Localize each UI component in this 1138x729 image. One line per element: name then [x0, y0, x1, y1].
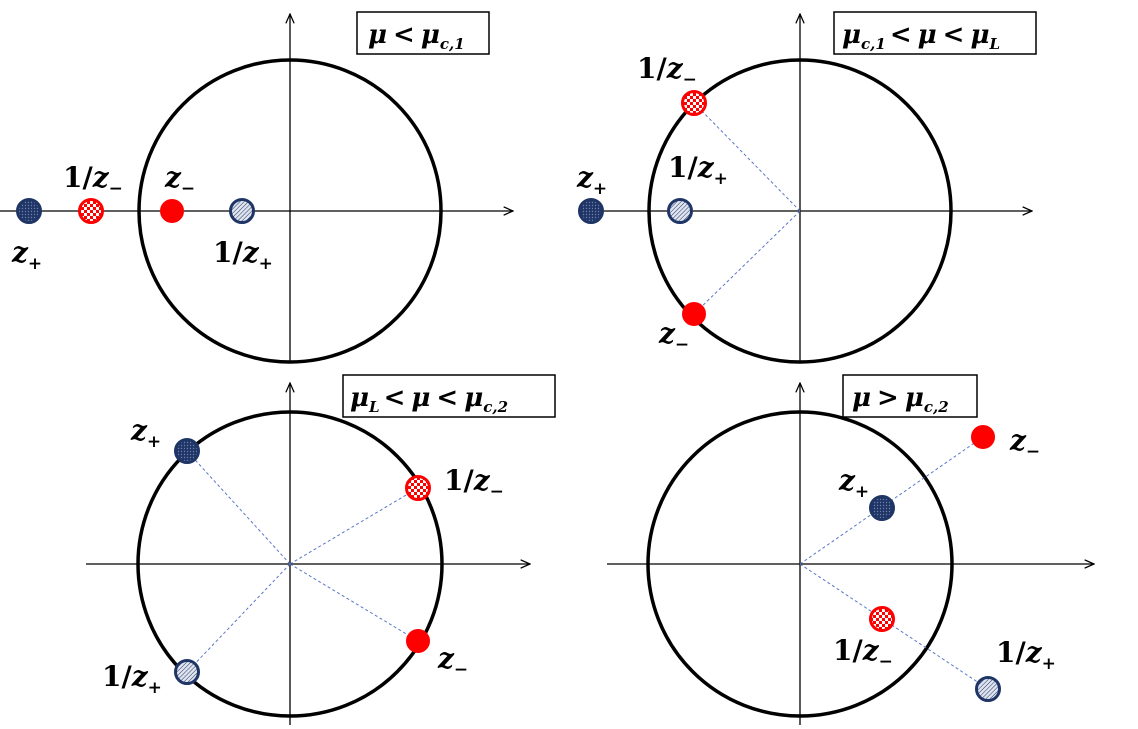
inv-z-minus-label: 1/z−: [637, 52, 697, 90]
unit-circle: [137, 58, 443, 364]
panel-top-left: μ<μc,1 z+ 1/z− z− 1/z+: [0, 11, 513, 364]
z-plus-point: [16, 198, 42, 224]
z-plus-label: z+: [130, 414, 161, 452]
inv-z-minus-label: 1/z−: [833, 634, 893, 672]
inv-z-minus-point: [78, 198, 104, 224]
inv-z-plus-point: [667, 198, 693, 224]
inv-z-minus-label: 1/z−: [444, 464, 504, 502]
z-plus-point: [869, 495, 895, 521]
ray-z-minus: [289, 563, 419, 642]
z-minus-label: z−: [164, 161, 195, 199]
ray-inv-z-plus: [186, 563, 291, 673]
inv-z-plus-label: 1/z+: [102, 660, 162, 698]
inv-z-minus-point: [869, 606, 895, 632]
unit-circle: [136, 410, 444, 718]
z-minus-point: [406, 629, 430, 653]
inv-z-plus-point: [229, 198, 255, 224]
z-minus-point: [160, 199, 184, 223]
z-minus-point: [971, 425, 995, 449]
inv-z-plus-point: [975, 676, 1001, 702]
unit-circle: [647, 58, 953, 364]
z-minus-label: z−: [658, 317, 689, 355]
condition-text: μc,1<μ<μL: [842, 20, 1000, 53]
condition-text: μ>μc,2: [852, 383, 949, 416]
inv-z-minus-label: 1/z−: [63, 161, 123, 199]
ray-inv-z-plus: [799, 563, 989, 690]
condition-box: μc,1<μ<μL: [833, 11, 1037, 55]
z-plus-point: [174, 438, 200, 464]
ray-z-minus: [693, 210, 801, 315]
z-minus-point: [682, 302, 706, 326]
inv-z-plus-label: 1/z+: [213, 236, 273, 274]
inv-z-plus-label: 1/z+: [996, 636, 1056, 674]
panel-bottom-left: μL<μ<μc,2 z+ 1/z− z− 1/z+: [86, 374, 556, 725]
condition-box: μL<μ<μc,2: [342, 374, 556, 418]
ray-z-plus: [186, 450, 291, 565]
condition-box: μ<μc,1: [356, 11, 490, 55]
inv-z-plus-label: 1/z+: [668, 151, 728, 189]
condition-text: μL<μ<μc,2: [350, 383, 508, 416]
inv-z-plus-point: [174, 659, 200, 685]
condition-text: μ<μc,1: [368, 20, 465, 53]
ray-inv-z-minus: [289, 487, 419, 565]
z-plus-point: [578, 198, 604, 224]
z-plus-label: z+: [576, 161, 607, 199]
z-plus-label: z+: [838, 464, 869, 502]
inv-z-minus-point: [681, 90, 707, 116]
z-plus-label: z+: [11, 236, 42, 274]
z-minus-label: z−: [437, 642, 468, 680]
inv-z-minus-point: [405, 475, 431, 501]
unit-circle: [646, 410, 954, 718]
panel-top-right: μc,1<μ<μL z+ 1/z+ 1/z− z−: [576, 11, 1037, 364]
z-minus-label: z−: [1009, 424, 1040, 462]
panel-bottom-right: μ>μc,2 z− z+ 1/z− 1/z+: [607, 374, 1094, 725]
condition-box: μ>μc,2: [842, 374, 978, 418]
